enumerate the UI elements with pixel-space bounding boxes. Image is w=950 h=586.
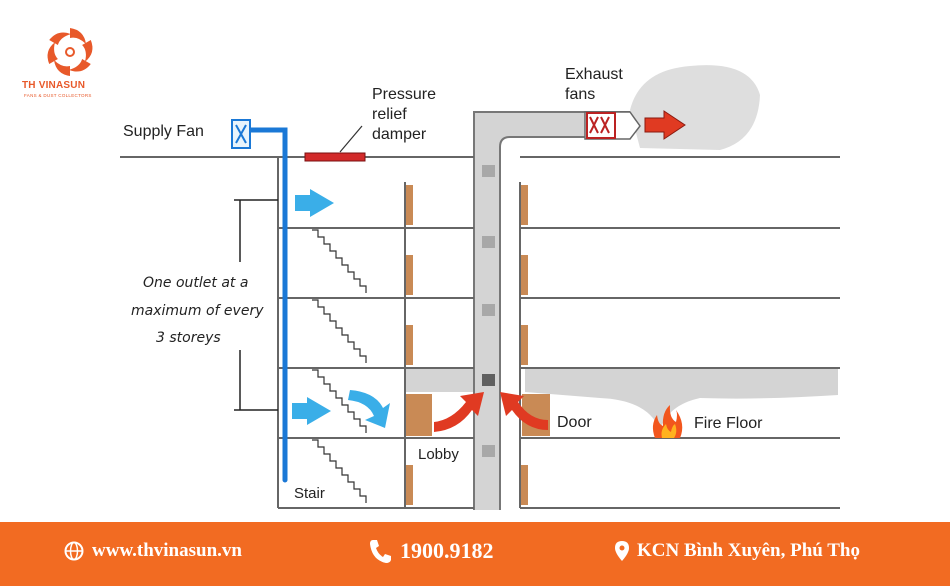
supply-fan-icon [231, 119, 251, 149]
lobby-door [406, 394, 432, 436]
walls [277, 157, 521, 508]
fire-floor-smoke [405, 368, 838, 430]
stair-label: Stair [294, 485, 325, 502]
shaft-vent [482, 165, 495, 177]
pressure-relief-label-1: Pressure [372, 86, 436, 103]
floor-slabs [120, 156, 840, 509]
exhaust-fans-label-1: Exhaust [565, 66, 623, 83]
supply-duct [247, 127, 288, 483]
brand-tagline: FANS & DUST COLLECTORS [24, 93, 92, 98]
fire-floor-label: Fire Floor [694, 415, 763, 432]
pressure-relief-label-2: relief [372, 106, 407, 123]
shaft-vent [482, 374, 495, 386]
shaft-vent [482, 236, 495, 248]
supply-curved-arrow [348, 390, 390, 428]
airflow-arrow-left [434, 392, 484, 432]
shaft-vent [482, 304, 495, 316]
phone-icon [370, 540, 391, 563]
smoke-shaft-outline [473, 111, 630, 510]
footer-website[interactable]: www.thvinasun.vn [64, 540, 242, 562]
shaft-vent [482, 445, 495, 457]
damper-leader-line [339, 125, 363, 153]
lobby-smoke [405, 368, 475, 392]
exhaust-fan-icon [584, 111, 641, 140]
door-label: Door [557, 414, 592, 431]
lobby-label: Lobby [418, 446, 459, 463]
stairs [312, 229, 367, 503]
exhaust-smoke-cloud [630, 65, 760, 150]
pressure-relief-label-3: damper [372, 126, 427, 143]
exhaust-fans-label-2: fans [565, 86, 595, 103]
smoke-shaft [474, 112, 630, 510]
supply-fan-label: Supply Fan [123, 123, 204, 140]
website-text: www.thvinasun.vn [92, 540, 242, 561]
exhaust-arrow [644, 110, 686, 140]
doors-upper [406, 185, 528, 505]
footer-bar: www.thvinasun.vn 1900.9182 KCN Bình Xuyê… [0, 522, 950, 586]
supply-arrow [292, 397, 331, 425]
outlet-label-3: 3 storeys [156, 330, 221, 346]
storey-bracket [234, 199, 278, 411]
airflow-arrow-right [500, 392, 548, 430]
globe-icon [64, 541, 84, 561]
fire-icon [652, 405, 683, 438]
footer-address[interactable]: KCN Bình Xuyên, Phú Thọ [615, 540, 860, 562]
address-text: KCN Bình Xuyên, Phú Thọ [637, 540, 860, 561]
outlet-label-2: maximum of every [131, 303, 264, 319]
phone-text: 1900.9182 [400, 538, 494, 563]
supply-arrow [295, 189, 334, 217]
footer-phone[interactable]: 1900.9182 [368, 538, 494, 564]
map-pin-icon [615, 541, 629, 561]
brand-logo-icon [47, 28, 93, 76]
brand-name: TH VINASUN [22, 80, 86, 91]
outlet-label-1: One outlet at a [143, 275, 248, 291]
pressure-relief-damper [304, 152, 366, 162]
